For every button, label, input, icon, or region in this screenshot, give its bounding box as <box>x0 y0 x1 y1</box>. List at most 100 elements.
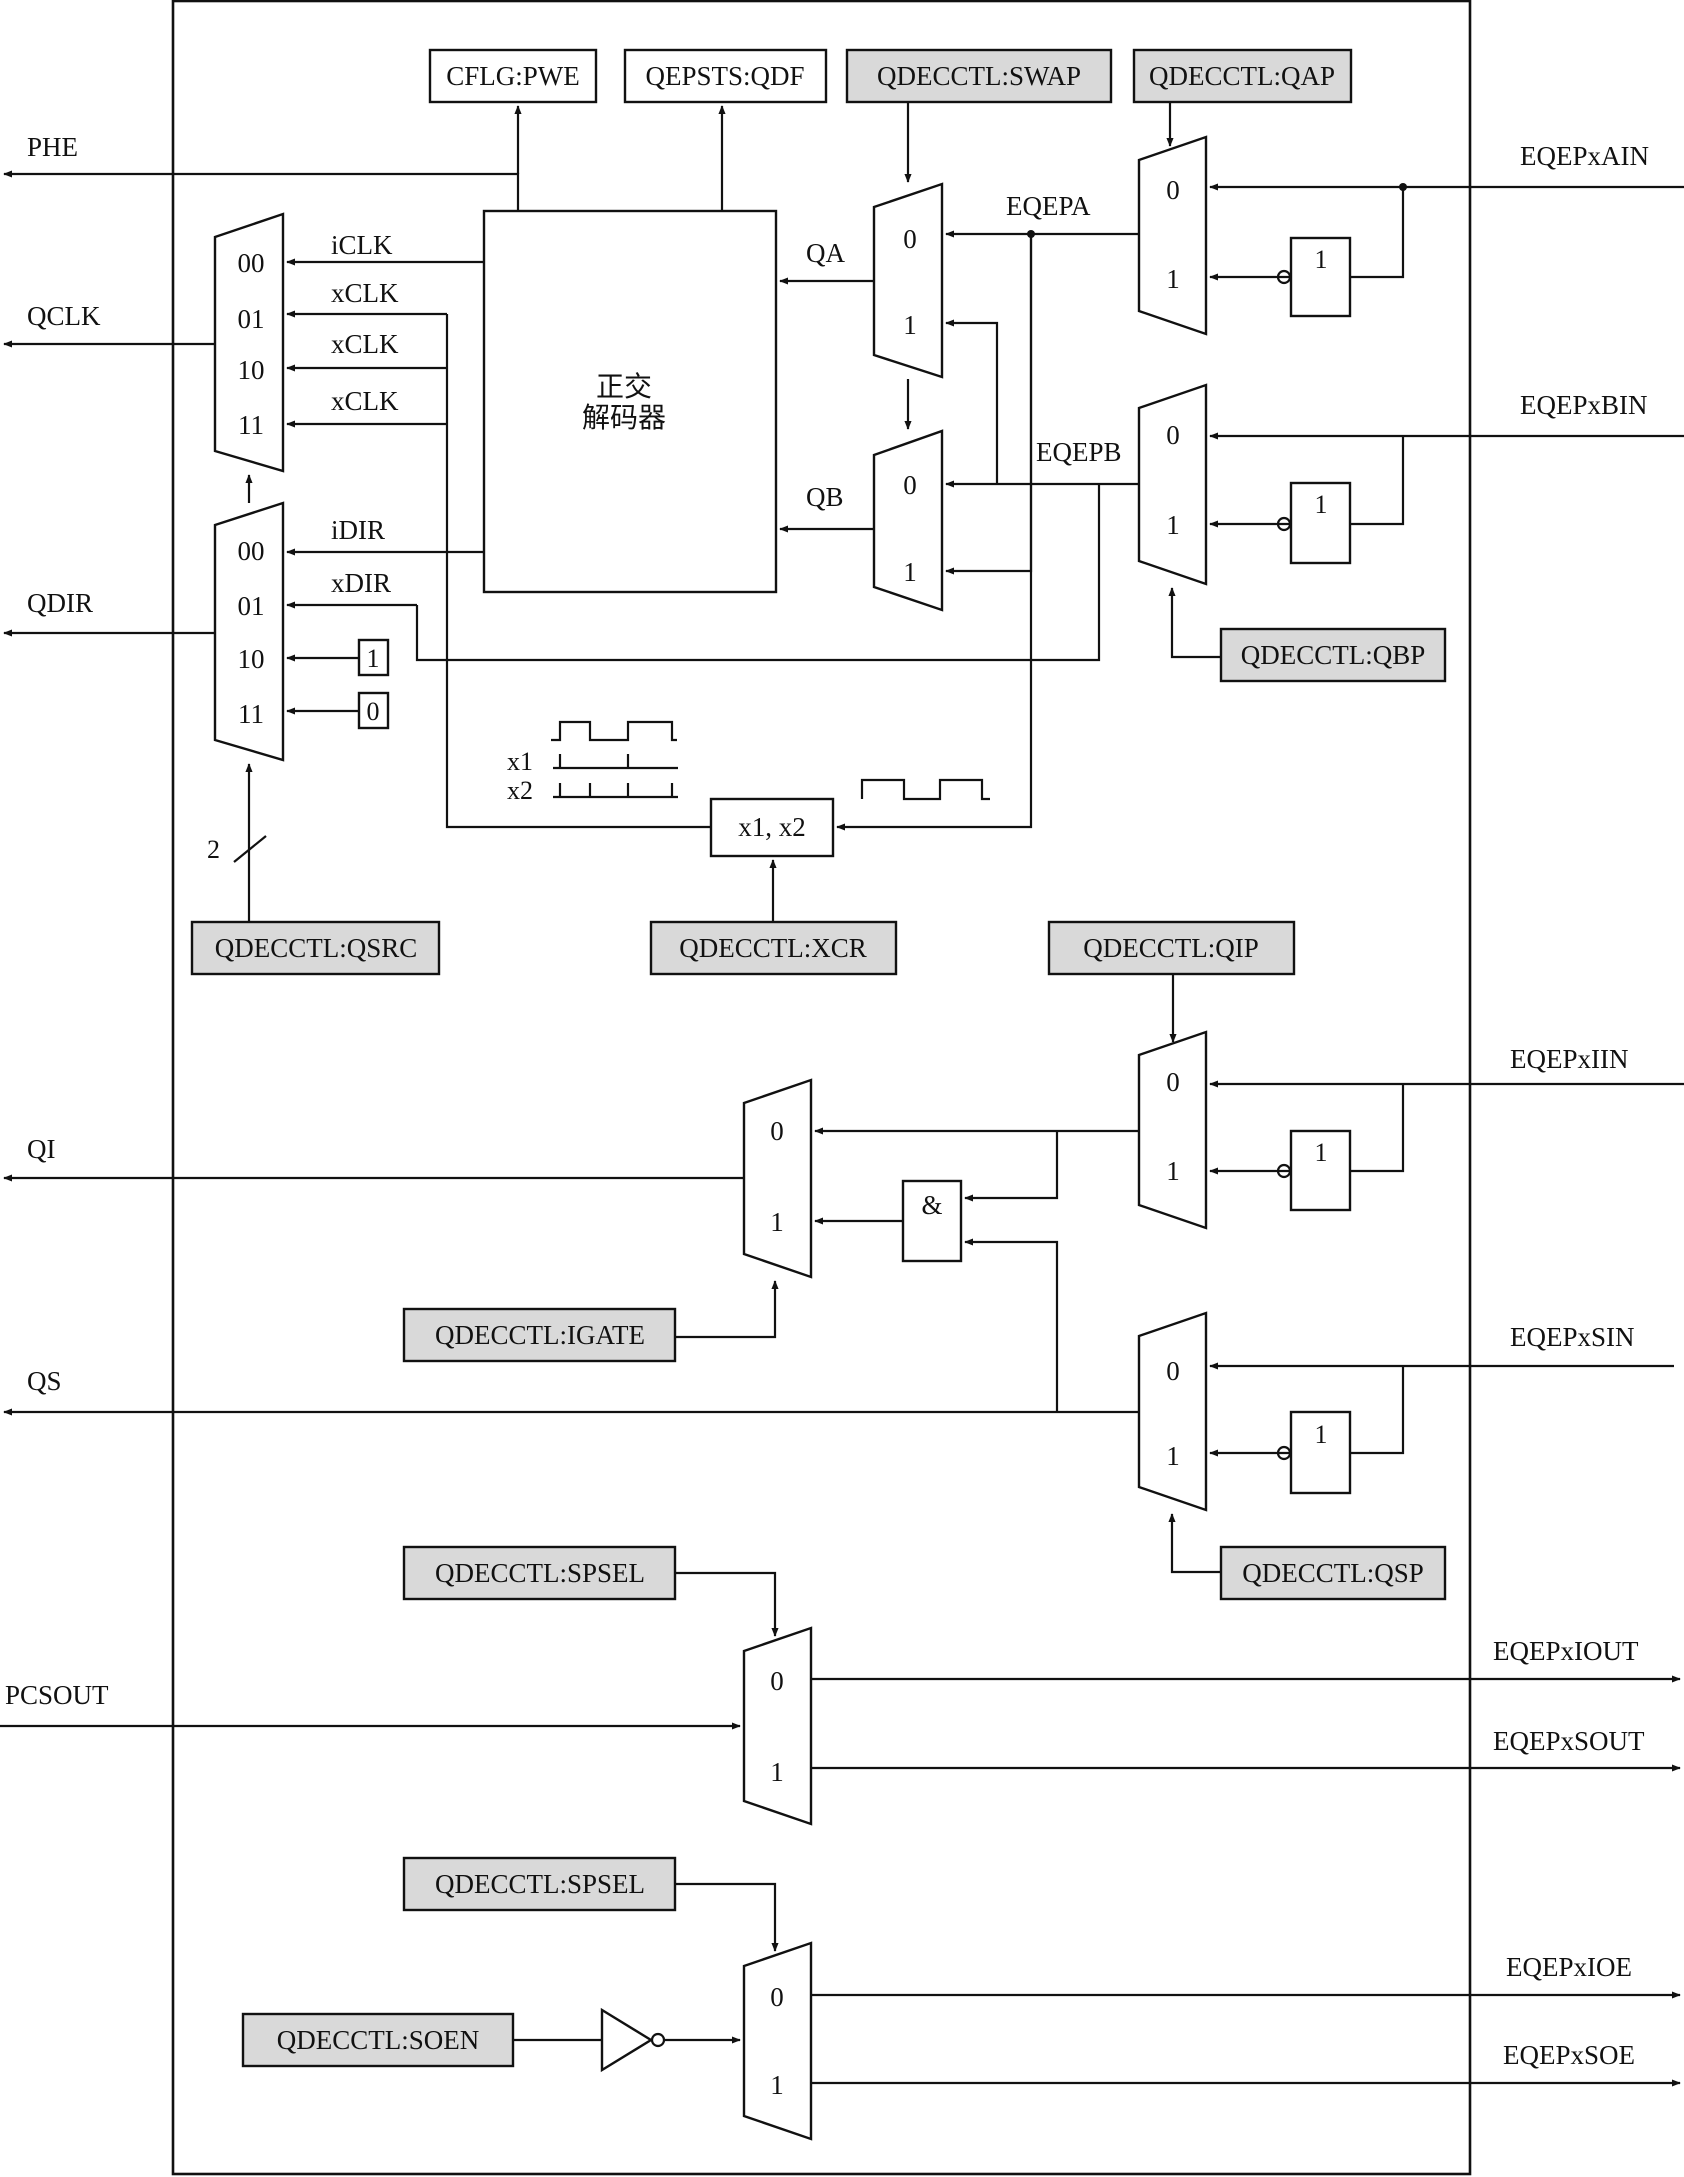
register-qip: QDECCTL:QIP <box>1047 920 1296 976</box>
gate-label: & <box>921 1190 942 1220</box>
mux-input-label: 01 <box>238 304 265 334</box>
quadrature-decoder-block: 正交 解码器 <box>482 209 778 594</box>
signal-phe: PHE <box>27 132 78 162</box>
mux-input-label: 10 <box>238 355 265 385</box>
and-gate: & <box>901 1179 963 1263</box>
qdir-source-mux: 00 01 10 11 <box>213 501 285 762</box>
signal-xdir: xDIR <box>331 568 391 598</box>
inverter-soen <box>600 2007 666 2073</box>
mux-input-label: 00 <box>238 248 265 278</box>
signal-xclk: xCLK <box>331 329 399 359</box>
register-xcr: QDECCTL:XCR <box>649 920 898 976</box>
mux-input-label: 11 <box>238 699 264 729</box>
signal-pcsout: PCSOUT <box>5 1680 109 1710</box>
signal-eqepa: EQEPA <box>1006 191 1091 221</box>
mux-input-label: 0 <box>1166 1067 1180 1097</box>
signal-xclk: xCLK <box>331 278 399 308</box>
register-soen: QDECCTL:SOEN <box>241 2012 515 2068</box>
signal-idir: iDIR <box>331 515 385 545</box>
register-label: QDECCTL:SOEN <box>277 2025 480 2055</box>
decoder-label-line2: 解码器 <box>582 401 666 434</box>
module-border <box>171 0 1472 2176</box>
register-qbp: QDECCTL:QBP <box>1219 627 1447 683</box>
gate-label: 1 <box>1315 245 1328 274</box>
register-label: QDECCTL:IGATE <box>435 1320 645 1350</box>
x2-label: x2 <box>507 776 533 805</box>
mux-input-label: 0 <box>770 1666 784 1696</box>
signal-eqepx-sout: EQEPxSOUT <box>1493 1726 1645 1756</box>
register-label: QDECCTL:QIP <box>1083 933 1259 963</box>
polarity-mux-i: 0 1 <box>1137 1030 1208 1230</box>
constant-label: 0 <box>367 697 380 726</box>
gate-label: 1 <box>1315 1138 1328 1167</box>
spsel-mux-out: 0 1 <box>742 1626 813 1826</box>
register-qsp: QDECCTL:QSP <box>1219 1545 1447 1601</box>
register-label: QDECCTL:QSRC <box>215 933 418 963</box>
register-label: QDECCTL:SPSEL <box>435 1869 645 1899</box>
register-spsel-2: QDECCTL:SPSEL <box>402 1856 677 1912</box>
mux-input-label: 1 <box>1166 510 1180 540</box>
signal-qdir: QDIR <box>27 588 93 618</box>
mux-input-label: 1 <box>903 310 917 340</box>
register-label: QDECCTL:QAP <box>1149 61 1335 91</box>
register-label: QDECCTL:QBP <box>1241 640 1426 670</box>
signal-qb: QB <box>806 482 844 512</box>
gate-label: 1 <box>1315 1420 1328 1449</box>
mux-input-label: 0 <box>1166 420 1180 450</box>
wires: 2 <box>0 102 1684 2087</box>
signal-iclk: iCLK <box>331 230 393 260</box>
signal-eqepx-iin: EQEPxIIN <box>1510 1044 1628 1074</box>
register-swap: QDECCTL:SWAP <box>845 48 1113 104</box>
constant-zero: 0 <box>357 691 390 730</box>
igate-mux: 0 1 <box>742 1078 813 1279</box>
register-label: QEPSTS:QDF <box>645 61 804 91</box>
mux-input-label: 1 <box>770 1757 784 1787</box>
signal-eqepx-iout: EQEPxIOUT <box>1493 1636 1639 1666</box>
signal-qclk: QCLK <box>27 301 101 331</box>
mux-input-label: 1 <box>1166 1441 1180 1471</box>
register-cflg-pwe: CFLG:PWE <box>428 48 598 104</box>
signal-eqepx-ain: EQEPxAIN <box>1520 141 1649 171</box>
mux-input-label: 1 <box>903 557 917 587</box>
register-label: QDECCTL:XCR <box>679 933 867 963</box>
register-qepsts-qdf: QEPSTS:QDF <box>623 48 828 104</box>
mux-input-label: 11 <box>238 410 264 440</box>
signal-xclk: xCLK <box>331 386 399 416</box>
register-label: QDECCTL:SWAP <box>877 61 1081 91</box>
mux-input-label: 1 <box>1166 264 1180 294</box>
mux-input-label: 0 <box>903 470 917 500</box>
signal-qs: QS <box>27 1366 62 1396</box>
register-igate: QDECCTL:IGATE <box>402 1307 677 1363</box>
mux-input-label: 0 <box>770 1982 784 2012</box>
signal-eqepx-ioe: EQEPxIOE <box>1506 1952 1632 1982</box>
not-gate-s: 1 <box>1276 1410 1352 1495</box>
constant-one: 1 <box>357 638 390 677</box>
mux-input-label: 1 <box>1166 1156 1180 1186</box>
mux-input-label: 10 <box>238 644 265 674</box>
signal-eqepx-bin: EQEPxBIN <box>1520 390 1648 420</box>
timing-illustration: x1 x2 <box>507 720 990 805</box>
polarity-mux-s: 0 1 <box>1137 1311 1208 1512</box>
swap-mux-b: 0 1 <box>872 429 944 612</box>
mux-input-label: 01 <box>238 591 265 621</box>
swap-mux-a: 0 1 <box>872 182 944 379</box>
x1-x2-label: x1, x2 <box>738 812 806 842</box>
register-spsel-1: QDECCTL:SPSEL <box>402 1545 677 1601</box>
mux-input-label: 00 <box>238 536 265 566</box>
mux-input-label: 1 <box>770 1207 784 1237</box>
not-gate-i: 1 <box>1276 1129 1352 1212</box>
register-label: QDECCTL:QSP <box>1242 1558 1424 1588</box>
register-qsrc: QDECCTL:QSRC <box>190 920 441 976</box>
signal-qi: QI <box>27 1134 56 1164</box>
mux-input-label: 0 <box>1166 175 1180 205</box>
mux-input-label: 0 <box>770 1116 784 1146</box>
x1-x2-block: x1, x2 <box>709 797 835 858</box>
register-label: CFLG:PWE <box>446 61 580 91</box>
signal-eqepb: EQEPB <box>1036 437 1122 467</box>
gate-label: 1 <box>1315 490 1328 519</box>
spsel-mux-oe: 0 1 <box>742 1941 813 2141</box>
mux-input-label: 1 <box>770 2070 784 2100</box>
polarity-mux-b: 0 1 <box>1137 383 1208 586</box>
constant-label: 1 <box>367 644 380 673</box>
